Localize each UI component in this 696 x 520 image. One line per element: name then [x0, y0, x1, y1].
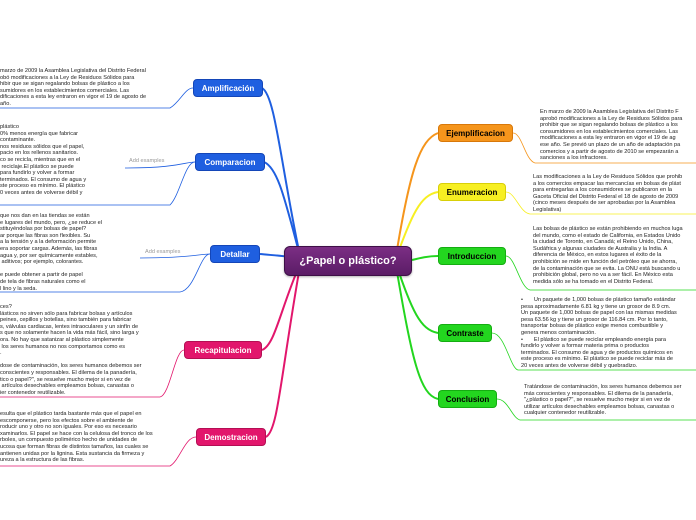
connector-amplificacion — [261, 87, 301, 257]
underline-detallar — [0, 253, 211, 293]
topic-amplificacion[interactable]: Amplificación — [193, 79, 263, 97]
topic-demostracion[interactable]: Demostracion — [196, 428, 266, 446]
topic-detallar[interactable]: Detallar — [210, 245, 260, 263]
connector-ejemplificacion — [395, 132, 439, 257]
central-topic[interactable]: ¿Papel o plástico? — [284, 246, 412, 276]
underline-enumeracion — [505, 191, 696, 215]
note-contraste: • Un paquete de 1,000 bolsas de plástico… — [521, 297, 677, 369]
underline-introduccion — [505, 255, 696, 291]
underline-ejemplificacion — [512, 132, 696, 164]
underline-detallar-sub — [139, 253, 211, 259]
connector-contraste — [395, 263, 439, 334]
connector-recapitulacion — [261, 263, 301, 351]
add-examples-detallar[interactable]: Add examples — [145, 249, 181, 255]
note-demostracion: esulta que el plástico tarda bastante má… — [0, 411, 153, 464]
connector-conclusion — [395, 265, 439, 400]
underline-conclusion — [496, 398, 696, 421]
underline-comparacion-sub — [124, 161, 196, 169]
note-conclusion: Tratándose de contaminación, los seres h… — [524, 384, 682, 417]
connector-demostracion — [265, 265, 301, 438]
underline-demostracion — [0, 436, 197, 467]
connector-enumeracion — [395, 191, 439, 259]
topic-ejemplificacion[interactable]: Ejemplificacion — [438, 124, 513, 142]
connector-introduccion — [411, 255, 439, 261]
topic-recapitulacion[interactable]: Recapitulacion — [184, 341, 262, 359]
topic-enumeracion[interactable]: Enumeracion — [438, 183, 506, 201]
underline-recapitulacion — [0, 349, 185, 398]
note-enumeracion: Las modificaciones a la Ley de Residuos … — [533, 174, 683, 213]
topic-conclusion[interactable]: Conclusion — [438, 390, 497, 408]
underline-comparacion — [0, 161, 196, 206]
add-examples-comparacion[interactable]: Add examples — [129, 158, 165, 164]
note-comparacion: plástico 0% menos energía que fabricar c… — [0, 124, 87, 196]
underline-amplificacion — [0, 87, 194, 109]
topic-contraste[interactable]: Contraste — [438, 324, 492, 342]
note-detallar: que nos dan en las tiendas se están e lu… — [0, 213, 102, 292]
topic-introduccion[interactable]: Introduccion — [438, 247, 506, 265]
underline-contraste — [491, 332, 696, 371]
note-ejemplificacion: En marzo de 2009 la Asamblea Legislativa… — [540, 109, 683, 162]
note-amplificacion: marzo de 2009 la Asamblea Legislativa de… — [0, 68, 147, 107]
note-recapitulacion: ces? lásticos no sirven sólo para fabric… — [0, 304, 142, 396]
note-introduccion: Las bolsas de plástico se están prohibie… — [533, 226, 683, 285]
connector-comparacion — [263, 161, 301, 257]
topic-comparacion[interactable]: Comparacion — [195, 153, 265, 171]
